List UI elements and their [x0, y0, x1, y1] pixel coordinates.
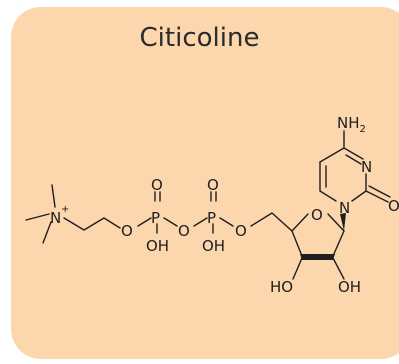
atom-oh2: OH [202, 237, 225, 255]
card-background [11, 7, 399, 359]
o-p1-bond [137, 217, 152, 227]
molecule-title: Citicoline [139, 23, 260, 53]
atom-o1: O [121, 222, 133, 240]
ring-c4-c3-bond [291, 230, 303, 257]
c2-oxo-bond-b [368, 185, 391, 198]
choline-chain [63, 217, 121, 231]
methyl-bond-down [42, 221, 52, 244]
ring-c4-o-bond [291, 213, 309, 232]
atom-nh2-main: NH [337, 114, 360, 132]
atom-p2: P [207, 209, 216, 227]
atom-n1: N [339, 199, 350, 217]
c5-chain [250, 212, 293, 232]
c4-n3-double [345, 154, 362, 165]
p1-bridge-bond [163, 217, 178, 227]
c5-c4-bond [319, 147, 345, 163]
atom-o-bridge: O [178, 222, 190, 240]
atom-p1: P [151, 209, 160, 227]
n1-c6-bond [319, 190, 337, 202]
ring-bold-bond [300, 254, 335, 260]
ring-c1-c2-bond [332, 230, 345, 257]
c4-n3-bond [343, 147, 364, 160]
atom-quaternary-n: N [50, 209, 61, 227]
atom-oxo2: O [207, 176, 219, 194]
methyl-bond-up [51, 184, 56, 208]
atom-oh-sugar: OH [338, 278, 361, 296]
ring-o-c1-bond [327, 213, 345, 232]
atom-oxo1: O [151, 176, 163, 194]
atom-n3: N [361, 158, 372, 176]
c2-n1-bond [351, 190, 367, 202]
atom-c2-oxo: O [388, 197, 399, 215]
methyl-bond-left [25, 213, 50, 221]
atom-ring-o: O [311, 206, 323, 224]
atom-oh1: OH [146, 237, 169, 255]
bridge-p2-bond [193, 217, 208, 227]
p2-o5-bond [219, 217, 234, 227]
c3-oh-bond [292, 257, 303, 280]
atom-charge: + [61, 204, 69, 215]
atom-ho3: HO [270, 278, 293, 296]
atom-nh2-subscript: 2 [360, 124, 366, 135]
atom-nh2: NH2 [337, 114, 366, 135]
c2-oxo-bond-a [365, 190, 389, 203]
glycosidic-wedge [340, 213, 346, 231]
c2-oh-bond [332, 257, 345, 280]
atom-o5: O [235, 222, 247, 240]
